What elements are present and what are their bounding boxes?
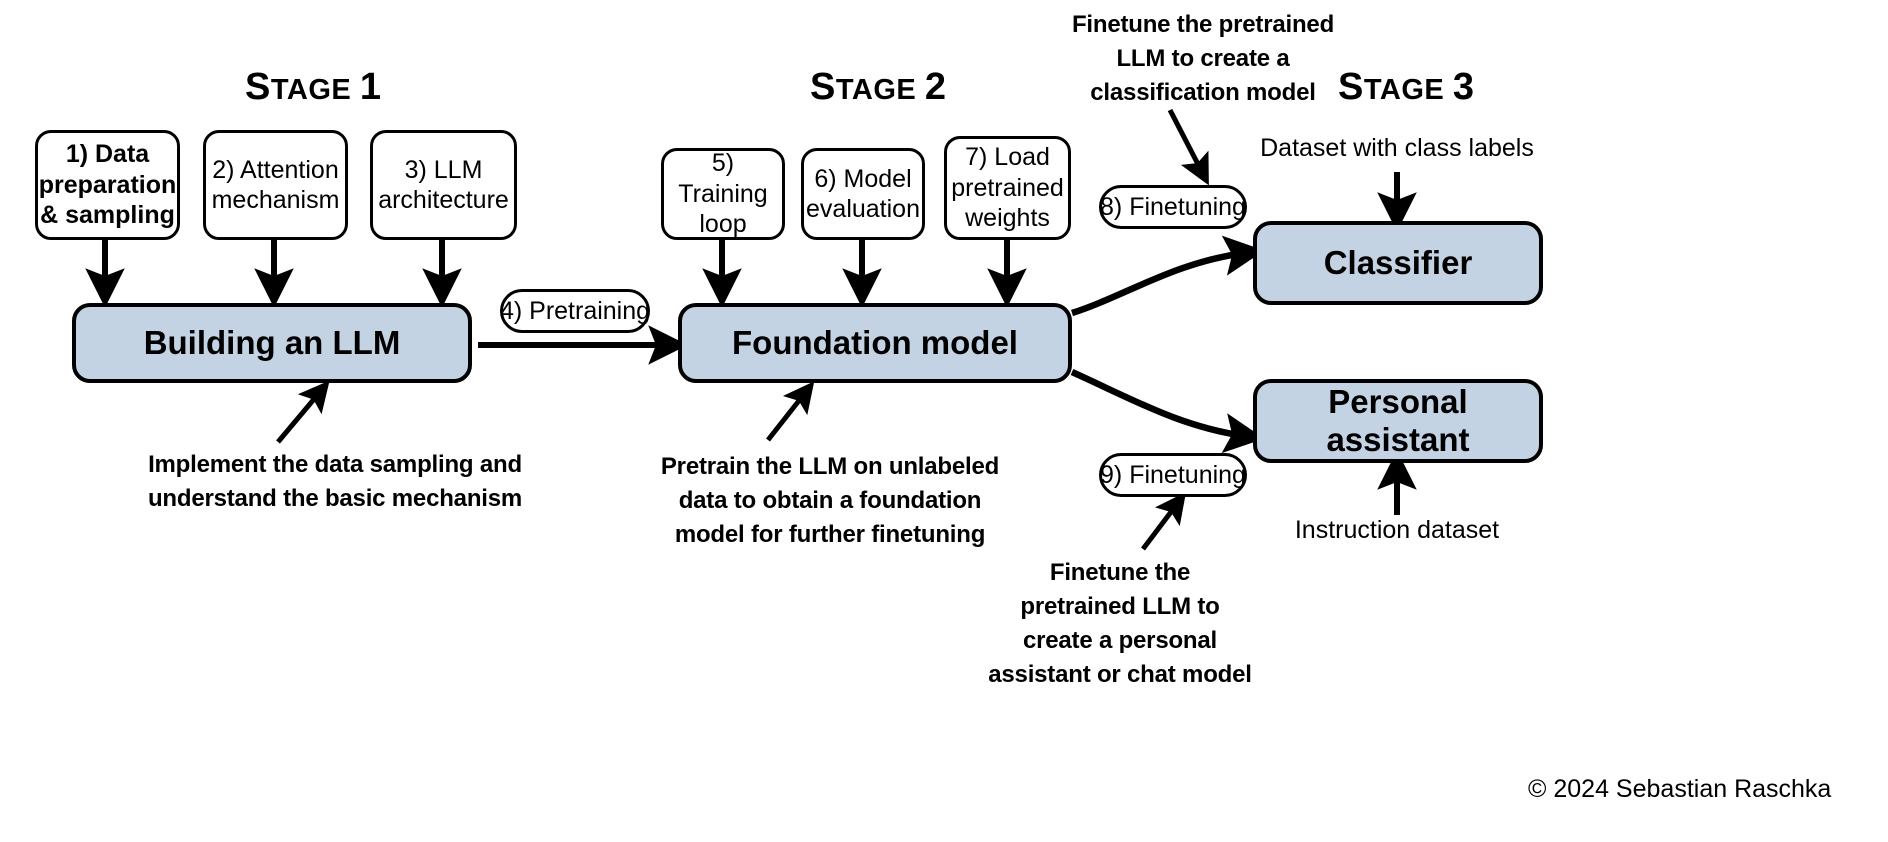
stage-1-number: 1 [359,66,382,108]
assistant-note-line-2: pretrained LLM to [1020,593,1220,621]
stage-1-initial: S [245,66,271,108]
step-box-load-pretrained-weights[interactable]: 7) Load pretrained weights [944,136,1071,240]
step-2-line-1: 2) Attention [212,155,339,184]
arrow-classification-note [1167,108,1209,186]
step-7-line-1: 7) Load [965,143,1050,172]
classification-note-line-1: Finetune the pretrained [1071,11,1335,38]
label-dataset-with-class-labels: Dataset with class labels [1260,134,1534,162]
arrow-foundation-to-classifier [1071,235,1265,317]
stage-title-2: STAGE 2 [810,68,946,106]
building-llm-label: Building an LLM [143,324,401,361]
pill-9-label: 9) Finetuning [1100,460,1246,489]
step-6-line-1: 6) Model [814,164,912,193]
label-instruction-dataset: Instruction dataset [1294,516,1500,544]
stage-2-initial: S [810,66,836,108]
assistant-note-line-4: assistant or chat model [988,661,1252,689]
pill-4-label: 4) Pretraining [499,296,651,325]
stage-2-rest: TAGE [835,74,925,106]
annotation-assistant-note: Finetune the pretrained LLM to create a … [985,556,1255,692]
stage-title-1: STAGE 1 [245,68,381,106]
classifier-label: Classifier [1323,244,1473,281]
step-5-line-2: loop [699,210,747,239]
model-box-building-llm[interactable]: Building an LLM [72,303,472,383]
step-box-model-evaluation[interactable]: 6) Model evaluation [801,148,925,240]
step-box-training-loop[interactable]: 5) Training loop [661,148,785,240]
step-box-attention-mechanism[interactable]: 2) Attention mechanism [203,130,348,240]
stage2-note-line-1: Pretrain the LLM on unlabeled [660,453,1000,480]
personal-assistant-label: Personal assistant [1326,383,1470,458]
model-box-classifier[interactable]: Classifier [1253,221,1543,305]
step-1-line-2: preparation [38,170,177,199]
pill-pretraining[interactable]: 4) Pretraining [500,289,650,333]
step-box-data-preparation[interactable]: 1) Data preparation & sampling [35,130,180,240]
stage2-note-line-2: data to obtain a foundation [678,487,982,515]
assistant-note-line-1: Finetune the [1049,559,1191,586]
stage-3-initial: S [1338,66,1364,108]
annotation-classification-note: Finetune the pretrained LLM to create a … [1028,8,1378,110]
stage1-note-line-1: Implement the data sampling and [148,451,522,478]
arrow-stage2-note [766,381,815,442]
stage-2-number: 2 [924,66,947,108]
assistant-note-line-3: create a personal [1022,627,1218,655]
step-2-line-2: mechanism [211,186,340,214]
model-box-personal-assistant[interactable]: Personal assistant [1253,379,1543,463]
arrow-assistant-note [1141,492,1187,551]
copyright-notice: © 2024 Sebastian Raschka [1528,775,1832,803]
model-box-foundation-model[interactable]: Foundation model [678,303,1072,383]
foundation-model-label: Foundation model [732,324,1018,361]
step-3-line-1: 3) LLM [404,155,483,184]
step-6-line-2: evaluation [806,195,920,223]
step-1-line-1: 1) Data [65,140,150,169]
pill-finetuning-classifier[interactable]: 8) Finetuning [1099,185,1247,229]
annotation-stage1-note: Implement the data sampling and understa… [140,448,530,516]
annotation-stage2-note: Pretrain the LLM on unlabeled data to ob… [650,450,1010,552]
stage-3-rest: TAGE [1363,74,1453,106]
pill-finetuning-assistant[interactable]: 9) Finetuning [1099,453,1247,497]
classification-note-line-2: LLM to create a [1116,45,1290,73]
stage-1-rest: TAGE [270,74,360,106]
stage-3-number: 3 [1452,66,1475,108]
step-1-line-3: & sampling [40,201,175,230]
stage2-note-line-3: model for further finetuning [674,521,986,549]
pill-8-label: 8) Finetuning [1100,192,1246,221]
classification-note-line-3: classification model [1090,79,1316,107]
arrow-foundation-to-assistant [1070,369,1265,454]
step-5-line-1: 5) Training [678,149,768,208]
step-7-line-2: pretrained [951,173,1064,202]
stage1-note-line-2: understand the basic mechanism [147,485,523,513]
step-3-line-2: architecture [378,186,509,214]
step-box-llm-architecture[interactable]: 3) LLM architecture [370,130,517,240]
step-7-line-3: weights [965,204,1050,233]
arrow-stage1-note [276,380,330,444]
stage-title-3: STAGE 3 [1338,68,1474,106]
